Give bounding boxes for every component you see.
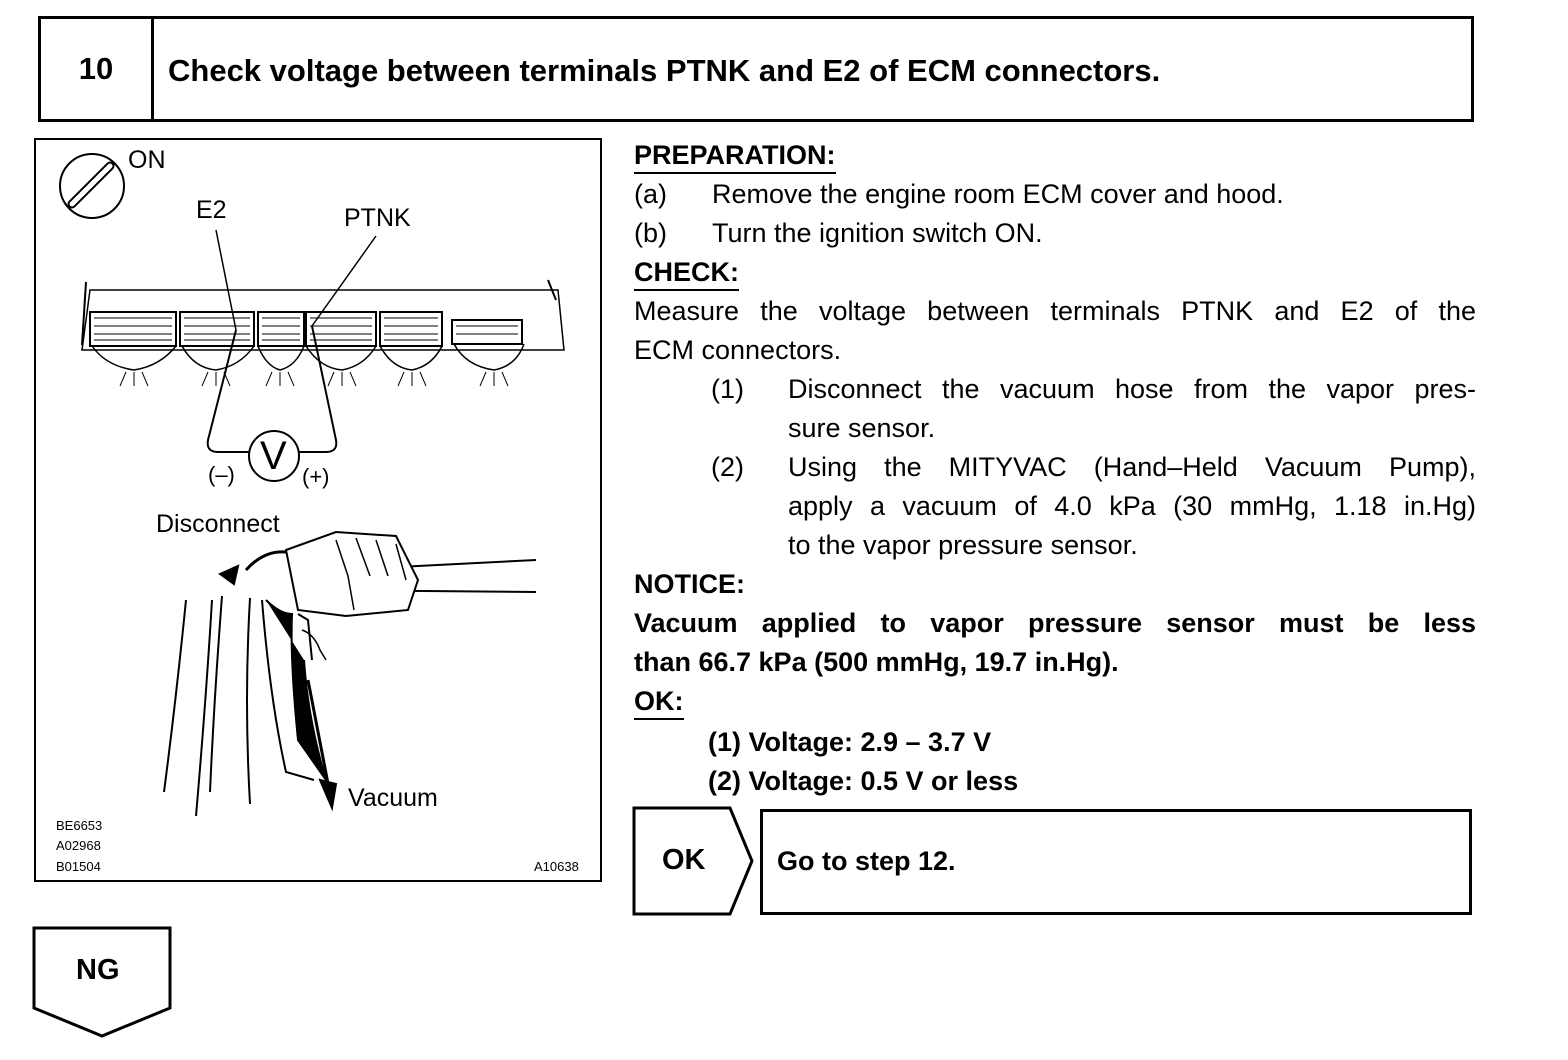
e2-leader-line [215, 229, 237, 331]
terminal-ptnk-label: PTNK [344, 204, 411, 232]
vacuum-label: Vacuum [348, 784, 438, 812]
voltmeter-symbol: V [260, 434, 287, 478]
check-heading: CHECK: [634, 256, 739, 291]
probe-leads [206, 325, 338, 453]
figure-code: BE6653 [56, 818, 103, 833]
step-title: Check voltage between terminals PTNK and… [168, 53, 1161, 88]
prep-step: (a) Remove the engine room ECM cover and… [634, 175, 1476, 214]
ecm-voltage-illustration: ON E2 PTNK V (–) (+) Disconnect Vacuum B… [34, 138, 602, 882]
figure-code: B01504 [56, 859, 101, 874]
check-substep-line: apply a vacuum of 4.0 kPa (30 mmHg, 1.18… [788, 491, 1476, 521]
prep-step-label: (b) [634, 218, 667, 248]
ptnk-leader-line [311, 235, 377, 327]
prep-step-label: (a) [634, 179, 667, 209]
notice-line: than 66.7 kPa (500 mmHg, 19.7 in.Hg). [634, 647, 1119, 677]
terminal-e2-label: E2 [196, 196, 227, 224]
check-substep-line: sure sensor. [788, 413, 936, 443]
check-substep-line: Using the MITYVAC (Hand–Held Vacuum Pump… [788, 452, 1476, 482]
vacuum-hose-drawing [163, 530, 537, 817]
ok-tag-label: OK [662, 844, 706, 876]
ng-tag-label: NG [76, 954, 120, 986]
disconnect-label: Disconnect [156, 510, 280, 538]
figure-reference-code: A10638 [534, 859, 579, 874]
ok-spec-item: (1) Voltage: 2.9 – 3.7 V [708, 727, 992, 757]
plus-lead-label: (+) [302, 464, 330, 489]
prep-step-text: Remove the engine room ECM cover and hoo… [712, 179, 1284, 209]
step-number: 10 [41, 19, 154, 119]
prep-step: (b) Turn the ignition switch ON. [634, 214, 1476, 253]
ok-spec-heading: OK: [634, 685, 684, 720]
ok-spec-item: (2) Voltage: 0.5 V or less [708, 766, 1019, 796]
notice-heading: NOTICE: [634, 569, 745, 599]
figure-code: A02968 [56, 838, 101, 853]
ecm-connector-drawing [81, 279, 565, 387]
ok-tag-shape [632, 806, 754, 916]
check-substep-line: to the vapor pressure sensor. [788, 530, 1138, 560]
ignition-on-label: ON [128, 146, 166, 174]
preparation-heading: PREPARATION: [634, 139, 836, 174]
check-substep: (2) Using the MITYVAC (Hand–Held Vacuum … [634, 448, 1476, 565]
prep-step-text: Turn the ignition switch ON. [712, 218, 1043, 248]
check-substep-label: (2) [711, 452, 744, 482]
ok-result-box: Go to step 12. [760, 809, 1472, 915]
procedure-text: PREPARATION: (a) Remove the engine room … [634, 136, 1476, 801]
check-substep: (1) Disconnect the vacuum hose from the … [634, 370, 1476, 448]
check-substep-line: Disconnect the vacuum hose from the vapo… [788, 374, 1476, 404]
ok-result-tag: OK [632, 806, 756, 916]
ok-result-text: Go to step 12. [777, 846, 956, 876]
check-intro-line: Measure the voltage between terminals PT… [634, 296, 1476, 326]
minus-lead-label: (–) [208, 462, 235, 487]
notice-line: Vacuum applied to vapor pressure sensor … [634, 608, 1476, 638]
check-substep-label: (1) [711, 374, 744, 404]
voltmeter-icon [248, 430, 300, 482]
ng-result-tag: NG [32, 926, 174, 1040]
ng-tag-shape [32, 926, 172, 1038]
check-intro-line: ECM connectors. [634, 335, 842, 365]
illustration-drawing [59, 153, 565, 817]
ignition-key-icon [59, 153, 125, 219]
step-header: 10 Check voltage between terminals PTNK … [38, 16, 1474, 122]
